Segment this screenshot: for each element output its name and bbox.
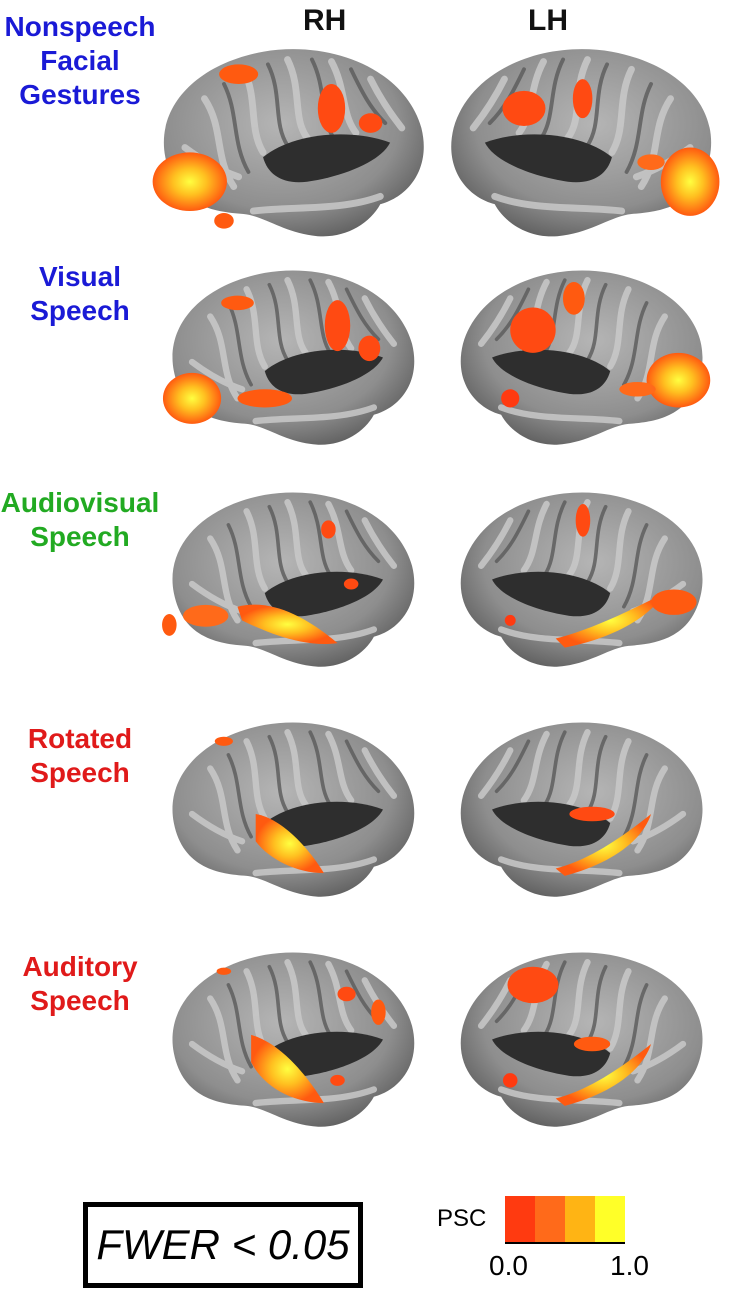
brain-lh-visual: [440, 262, 711, 462]
column-header-lh: LH: [528, 4, 568, 37]
row-label-line: Facial: [40, 45, 120, 76]
brain-lh-nonspeech: [440, 40, 720, 255]
row-label-auditory-speech: Auditory Speech: [0, 950, 160, 1018]
colorbar-label: PSC: [437, 1205, 487, 1232]
brain-rh-visual: [162, 262, 435, 462]
row-label-line: Speech: [30, 295, 130, 326]
threshold-text: FWER < 0.05: [96, 1221, 350, 1268]
brain-lh-audiovisual: [440, 484, 735, 684]
colorbar-min-label: 0.0: [489, 1250, 528, 1281]
row-label-audiovisual-speech: Audiovisual Speech: [0, 486, 160, 554]
row-label-line: Auditory: [22, 951, 138, 982]
brain-rh-nonspeech: [152, 40, 435, 255]
row-label-line: Nonspeech: [4, 11, 156, 42]
colorbar-swatch: [505, 1196, 535, 1242]
colorbar: [505, 1196, 625, 1242]
row-label-line: Visual: [39, 261, 121, 292]
brain-rh-audiovisual: [162, 484, 435, 684]
row-label-line: Speech: [30, 985, 130, 1016]
row-label-nonspeech-facial-gestures: Nonspeech Facial Gestures: [0, 10, 160, 112]
colorbar-max-label: 1.0: [610, 1250, 649, 1281]
row-label-line: Gestures: [19, 79, 141, 110]
row-label-line: Speech: [30, 521, 130, 552]
row-label-line: Audiovisual: [0, 487, 160, 518]
colorbar-axis: [505, 1242, 625, 1244]
row-label-visual-speech: Visual Speech: [0, 260, 160, 328]
row-label-line: Speech: [30, 757, 130, 788]
brain-lh-auditory: [440, 944, 735, 1144]
colorbar-swatch: [565, 1196, 595, 1242]
colorbar-swatch: [595, 1196, 625, 1242]
threshold-box: FWER < 0.05: [83, 1202, 363, 1288]
colorbar-swatch: [535, 1196, 565, 1242]
column-header-rh: RH: [303, 4, 347, 37]
brain-rh-auditory: [140, 944, 435, 1144]
brain-rh-rotated: [140, 714, 435, 914]
brain-lh-rotated: [440, 714, 735, 914]
row-label-rotated-speech: Rotated Speech: [0, 722, 160, 790]
row-label-line: Rotated: [27, 723, 133, 754]
